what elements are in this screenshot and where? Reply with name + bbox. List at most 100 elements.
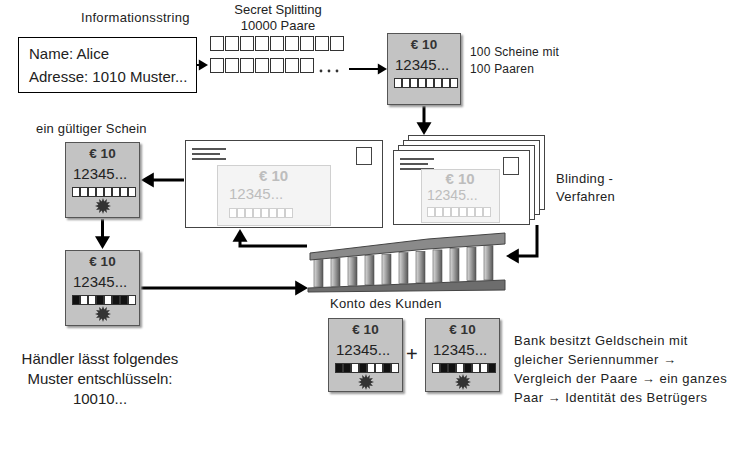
arrow-head xyxy=(506,249,519,264)
bank-building-art xyxy=(308,232,505,292)
pair-cell xyxy=(226,37,239,51)
pair-cell xyxy=(286,209,293,218)
stored-banknote: € 1012345... xyxy=(328,318,403,392)
node-text: € 10 xyxy=(217,167,330,184)
bank-pillar xyxy=(450,249,459,282)
pair-cell xyxy=(427,79,434,88)
node-text: € 10 xyxy=(329,322,402,337)
pair-cell xyxy=(121,188,128,197)
node-text: Adresse: 1010 Muster... xyxy=(29,68,187,85)
pair-cell xyxy=(129,296,136,305)
stamp xyxy=(504,158,519,175)
envelope xyxy=(186,141,383,228)
pair-cell xyxy=(211,37,224,51)
pair-cell xyxy=(433,364,440,373)
bank-building: Konto des Kunden xyxy=(308,232,505,292)
secret-split-grid: Secret Splitting 10000 Paare xyxy=(210,36,347,76)
pair-cell xyxy=(105,296,112,305)
pair-cell xyxy=(97,188,104,197)
pair-cell xyxy=(230,209,237,218)
pair-cell xyxy=(113,188,120,197)
arrow-head xyxy=(141,173,154,188)
node-text: 12345... xyxy=(395,56,449,73)
pair-cell xyxy=(419,79,426,88)
merchant-note: Händler lässt folgendes Muster entschlüs… xyxy=(5,349,195,409)
flow-arrow xyxy=(233,229,308,246)
pair-cell xyxy=(271,59,284,73)
arrow-line xyxy=(518,225,537,256)
node-text: € 10 xyxy=(388,37,460,52)
address-line xyxy=(192,153,220,155)
pair-cell xyxy=(435,79,442,88)
arrow-line xyxy=(101,219,104,237)
pair-cell xyxy=(97,296,104,305)
pair-cell xyxy=(105,188,112,197)
address-line xyxy=(400,163,428,165)
pair-cell xyxy=(316,37,329,51)
pair-cell xyxy=(81,188,88,197)
step-label: Blinding - Verfahren xyxy=(556,170,641,206)
bank-seal xyxy=(95,306,111,322)
pair-cell xyxy=(270,209,277,218)
arrow-head xyxy=(95,236,110,249)
flow-arrow xyxy=(506,225,537,264)
pair-cell xyxy=(271,37,284,51)
node-text: € 10 xyxy=(66,254,139,269)
pair-cell xyxy=(129,188,136,197)
pair-cell xyxy=(286,37,299,51)
node-text: Konto des Kunden xyxy=(330,296,442,311)
bank-pillar xyxy=(399,253,408,284)
pair-cell xyxy=(368,364,375,373)
pair-cell xyxy=(73,188,80,197)
stamp xyxy=(357,148,372,165)
node-text: € 10 xyxy=(66,146,139,161)
signed-envelope-art xyxy=(185,140,383,228)
pair-cell xyxy=(89,296,96,305)
pair-cell xyxy=(476,208,483,217)
bank-seal xyxy=(358,374,374,390)
pair-cell xyxy=(392,364,399,373)
bank-note-text: Bank besitzt Geldschein mit gleicher Ser… xyxy=(514,331,734,407)
node-text: € 10 xyxy=(426,322,499,337)
plus-sign: + xyxy=(406,343,418,366)
arrow-head xyxy=(233,229,248,242)
pair-cell xyxy=(256,37,269,51)
spent-banknote: € 10 12345... xyxy=(425,318,500,392)
pair-cell xyxy=(489,364,496,373)
pair-cell xyxy=(360,364,367,373)
bank-roof xyxy=(310,233,505,260)
node-text: € 10 xyxy=(421,170,499,187)
ellipsis-dot xyxy=(336,70,339,73)
pair-cell xyxy=(452,208,459,217)
pair-cell xyxy=(286,59,299,73)
node-text: 12345... xyxy=(73,165,127,182)
node-text: 12345... xyxy=(229,185,283,202)
pair-cell xyxy=(89,188,96,197)
pair-cell xyxy=(457,364,464,373)
pair-cell xyxy=(81,296,88,305)
revealed-banknote: € 1012345... xyxy=(65,250,140,326)
node-text: 12345... xyxy=(433,341,487,358)
address-line xyxy=(192,158,226,160)
pair-cell xyxy=(344,364,351,373)
pair-cell xyxy=(465,364,472,373)
signed-envelope: € 1012345... xyxy=(185,140,383,228)
arrow-line xyxy=(197,64,200,66)
pair-cell xyxy=(246,209,253,218)
pair-cell xyxy=(468,208,475,217)
ellipsis-dot xyxy=(328,70,331,73)
pair-cell xyxy=(484,208,491,217)
node-text: ein gültiger Schein xyxy=(36,121,147,136)
pair-cell xyxy=(403,79,410,88)
bank-pillar xyxy=(382,254,391,284)
node-text: Informationsstring xyxy=(81,10,190,25)
pair-cell xyxy=(262,209,269,218)
info-box: InformationsstringName: AliceAdresse: 10… xyxy=(18,37,197,93)
flow-arrow xyxy=(141,173,184,188)
bank-pillar xyxy=(467,247,476,281)
bank-pillar xyxy=(331,258,340,286)
pair-cell xyxy=(443,79,450,88)
pair-cell xyxy=(441,364,448,373)
faded-banknote xyxy=(422,170,500,223)
pair-cell xyxy=(352,364,359,373)
